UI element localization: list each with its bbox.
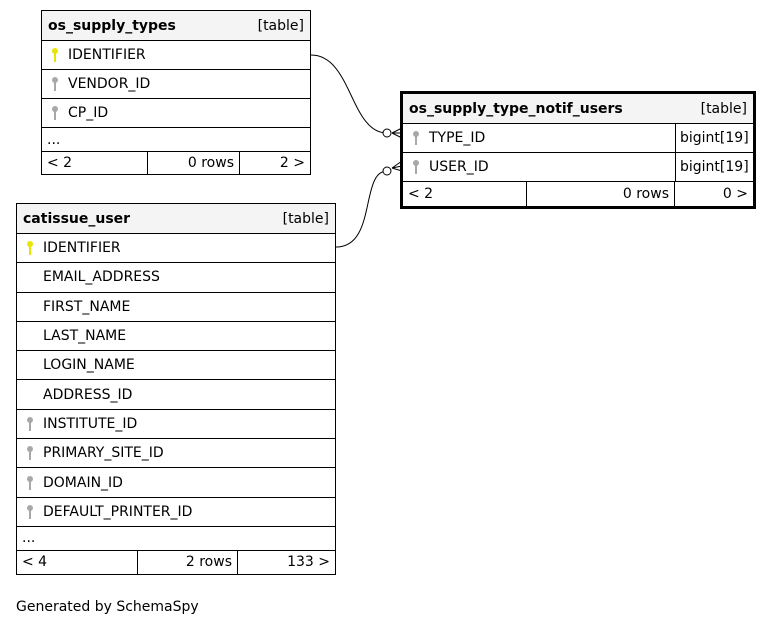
- foreign-key-icon: [403, 130, 429, 146]
- table-kind: [table]: [282, 210, 329, 227]
- column-row[interactable]: INSTITUTE_ID: [17, 410, 335, 440]
- table-os-supply-types[interactable]: os_supply_types [table] IDENTIFIER VENDO…: [41, 10, 311, 175]
- column-name: IDENTIFIER: [43, 240, 121, 257]
- parents-link[interactable]: < 2: [403, 182, 527, 206]
- optional-marker: [382, 166, 392, 176]
- column-name: LOGIN_NAME: [43, 357, 135, 374]
- parents-link[interactable]: < 2: [42, 152, 148, 174]
- column-name: DEFAULT_PRINTER_ID: [43, 503, 193, 520]
- column-name: DOMAIN_ID: [43, 474, 123, 491]
- column-row[interactable]: CP_ID: [42, 99, 310, 128]
- column-name: INSTITUTE_ID: [43, 415, 138, 432]
- relationship-line-user-id: [335, 170, 388, 248]
- foreign-key-icon: [42, 76, 68, 92]
- column-row[interactable]: EMAIL_ADDRESS: [17, 263, 335, 293]
- optional-marker: [382, 128, 392, 138]
- table-footer: < 2 0 rows 2 >: [42, 152, 310, 174]
- more-columns: ...: [17, 527, 335, 551]
- column-type: bigint[19]: [675, 153, 753, 181]
- column-row[interactable]: DOMAIN_ID: [17, 468, 335, 498]
- table-name[interactable]: os_supply_type_notif_users: [409, 100, 623, 117]
- table-name[interactable]: catissue_user: [23, 210, 131, 227]
- table-kind: [table]: [257, 17, 304, 34]
- column-name: CP_ID: [68, 105, 109, 121]
- column-name: ADDRESS_ID: [43, 386, 133, 403]
- table-kind: [table]: [700, 100, 747, 117]
- foreign-key-icon: [42, 105, 68, 121]
- table-footer: < 4 2 rows 133 >: [17, 550, 335, 574]
- primary-key-icon: [42, 47, 68, 63]
- primary-key-icon: [17, 240, 43, 256]
- table-os-supply-type-notif-users[interactable]: os_supply_type_notif_users [table] TYPE_…: [400, 91, 756, 209]
- column-name: LAST_NAME: [43, 328, 127, 345]
- column-row[interactable]: PRIMARY_SITE_ID: [17, 439, 335, 469]
- column-name: USER_ID: [429, 159, 489, 175]
- table-catissue-user[interactable]: catissue_user [table] IDENTIFIER EMAIL_A…: [16, 203, 336, 575]
- table-footer: < 2 0 rows 0 >: [403, 182, 753, 206]
- column-name: FIRST_NAME: [43, 298, 131, 315]
- foreign-key-icon: [17, 475, 43, 491]
- column-name: IDENTIFIER: [68, 47, 146, 63]
- column-row[interactable]: FIRST_NAME: [17, 293, 335, 322]
- parents-link[interactable]: < 4: [17, 550, 138, 574]
- foreign-key-icon: [17, 504, 43, 520]
- relationship-line-type-id: [310, 54, 388, 134]
- foreign-key-icon: [17, 445, 43, 461]
- column-row[interactable]: LAST_NAME: [17, 322, 335, 352]
- table-header: os_supply_types [table]: [42, 11, 310, 41]
- column-row[interactable]: IDENTIFIER: [42, 41, 310, 70]
- children-link[interactable]: 2 >: [279, 155, 305, 171]
- children-link[interactable]: 0 >: [722, 186, 748, 202]
- table-name[interactable]: os_supply_types: [48, 17, 176, 34]
- row-count: 2 rows: [138, 550, 238, 574]
- column-type: bigint[19]: [675, 124, 753, 152]
- children-link[interactable]: 133 >: [287, 554, 330, 571]
- more-columns: ...: [42, 128, 310, 152]
- table-header: os_supply_type_notif_users [table]: [403, 94, 753, 124]
- column-name: VENDOR_ID: [68, 76, 151, 92]
- column-row[interactable]: LOGIN_NAME: [17, 351, 335, 381]
- column-row[interactable]: ADDRESS_ID: [17, 380, 335, 410]
- column-row[interactable]: USER_ID bigint[19]: [403, 153, 753, 182]
- column-row[interactable]: DEFAULT_PRINTER_ID: [17, 498, 335, 527]
- column-row[interactable]: TYPE_ID bigint[19]: [403, 124, 753, 153]
- column-name: TYPE_ID: [429, 130, 486, 146]
- column-name: EMAIL_ADDRESS: [43, 269, 160, 286]
- column-name: PRIMARY_SITE_ID: [43, 445, 164, 462]
- generated-by-caption: Generated by SchemaSpy: [16, 599, 199, 615]
- column-row[interactable]: VENDOR_ID: [42, 70, 310, 99]
- foreign-key-icon: [17, 416, 43, 432]
- table-header: catissue_user [table]: [17, 204, 335, 234]
- foreign-key-icon: [403, 159, 429, 175]
- row-count: 0 rows: [527, 182, 675, 206]
- row-count: 0 rows: [148, 152, 240, 174]
- column-row[interactable]: IDENTIFIER: [17, 234, 335, 264]
